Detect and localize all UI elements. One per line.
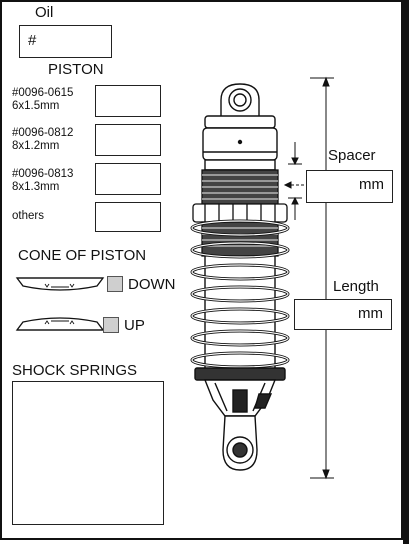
piston-option-1-code: #0096-0615 xyxy=(12,87,74,99)
springs-title: SHOCK SPRINGS xyxy=(12,362,138,379)
piston-option-3-text: #0096-0813 8x1.3mm xyxy=(12,168,73,194)
right-edge-bar xyxy=(403,0,409,544)
oil-value: # xyxy=(28,32,37,49)
cone-up-label: UP xyxy=(124,317,145,334)
cone-up-icon xyxy=(15,317,105,331)
piston-option-1-box[interactable] xyxy=(95,85,161,117)
cone-down-label: DOWN xyxy=(128,276,176,293)
piston-option-2-text: #0096-0812 8x1.2mm xyxy=(12,127,73,153)
piston-option-3-box[interactable] xyxy=(95,163,161,195)
piston-option-1-size: 6x1.5mm xyxy=(12,100,60,112)
piston-option-4-code: others xyxy=(12,210,44,222)
piston-option-2-size: 8x1.2mm xyxy=(12,140,60,152)
length-label: Length xyxy=(333,278,379,295)
oil-input[interactable]: # xyxy=(19,25,112,58)
cone-title: CONE OF PISTON xyxy=(18,247,147,264)
shock-absorber-icon xyxy=(190,83,290,471)
length-input[interactable]: mm xyxy=(294,299,392,330)
spacer-unit: mm xyxy=(359,176,384,193)
cone-down-checkbox[interactable] xyxy=(107,276,123,292)
piston-option-3-size: 8x1.3mm xyxy=(12,181,60,193)
length-unit: mm xyxy=(358,305,383,322)
cone-up-checkbox[interactable] xyxy=(103,317,119,333)
piston-title: PISTON xyxy=(48,61,104,78)
springs-input-box[interactable] xyxy=(12,381,164,525)
spacer-input[interactable]: mm xyxy=(306,170,393,203)
form-frame xyxy=(0,0,403,540)
dimension-lines-icon xyxy=(283,76,334,480)
piston-option-2-code: #0096-0812 xyxy=(12,127,74,139)
spacer-label: Spacer xyxy=(328,147,376,164)
piston-option-1-text: #0096-0615 6x1.5mm xyxy=(12,87,73,113)
piston-option-4-box[interactable] xyxy=(95,202,161,232)
piston-option-2-box[interactable] xyxy=(95,124,161,156)
piston-option-3-code: #0096-0813 xyxy=(12,168,74,180)
oil-label: Oil xyxy=(35,4,54,21)
cone-down-icon xyxy=(15,277,105,291)
